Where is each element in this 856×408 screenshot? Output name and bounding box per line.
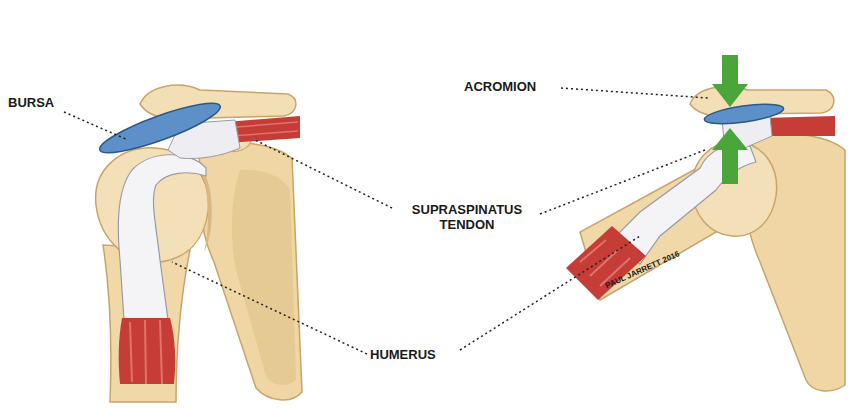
compression-arrow bbox=[712, 128, 748, 184]
left-shoulder bbox=[96, 85, 302, 402]
scapula-shade bbox=[232, 170, 296, 385]
compression-arrow bbox=[712, 55, 748, 107]
bursa bbox=[703, 101, 784, 128]
scapula bbox=[198, 143, 302, 400]
glenoid bbox=[200, 168, 212, 252]
muscle bbox=[566, 226, 646, 300]
part-label: BURSA bbox=[8, 96, 68, 111]
biceps-tendon bbox=[118, 155, 206, 320]
bursa bbox=[96, 95, 224, 161]
part-label: SUPRASPINATUS TENDON bbox=[394, 203, 540, 233]
part-label: ACROMION bbox=[464, 80, 564, 95]
part-label: HUMERUS bbox=[370, 348, 460, 363]
right-shoulder bbox=[566, 55, 845, 391]
leader-lines bbox=[64, 88, 708, 354]
muscle bbox=[119, 318, 176, 384]
watermark: PAUL JARRETT 2016 bbox=[604, 241, 699, 290]
